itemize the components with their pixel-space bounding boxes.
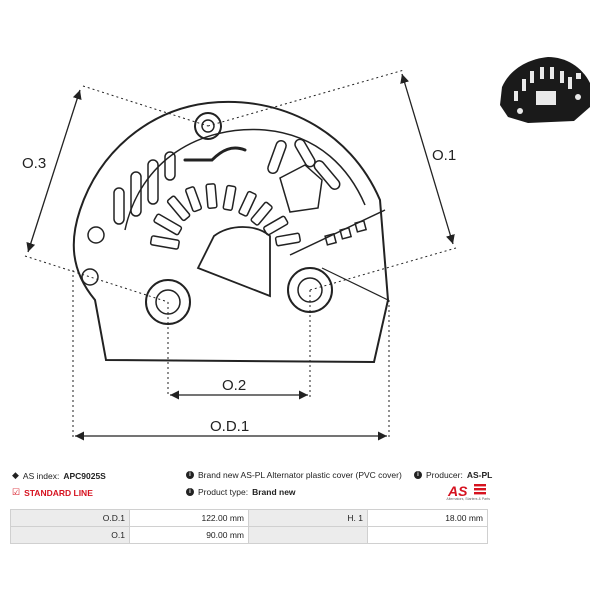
info-icon: i xyxy=(186,471,194,479)
spec-label: O.1 xyxy=(10,526,130,544)
standard-line-row: ☑ STANDARD LINE xyxy=(12,487,93,498)
spec-label: H. 1 xyxy=(248,509,368,527)
info-icon: i xyxy=(414,471,422,479)
as-index-value: APC9025S xyxy=(63,470,106,481)
info-icon: i xyxy=(186,488,194,496)
table-row: O.1 90.00 mm xyxy=(10,526,488,544)
as-pl-logo: AS xyxy=(447,483,486,499)
as-index-label: AS index: xyxy=(22,470,60,481)
producer-value: AS-PL xyxy=(466,470,493,480)
standard-line-label: STANDARD LINE xyxy=(24,487,93,498)
checkbox-icon: ☑ xyxy=(12,487,21,497)
dim-label-o1: O.1 xyxy=(432,147,456,164)
as-index-row: ◆ AS index: APC9025S xyxy=(12,470,106,481)
table-row: O.D.1 122.00 mm H. 1 18.00 mm xyxy=(10,509,488,527)
spec-value: 122.00 mm xyxy=(129,509,249,527)
description-row: i Brand new AS-PL Alternator plastic cov… xyxy=(186,470,402,480)
tag-icon: ◆ xyxy=(12,470,19,480)
center-opening xyxy=(196,226,271,298)
dim-label-o2: O.2 xyxy=(222,377,246,394)
dim-label-o3: O.3 xyxy=(22,155,46,172)
product-type-row: i Product type: Brand new xyxy=(186,487,296,497)
technical-drawing: O.3 O.1 O.2 O.D.1 xyxy=(22,57,590,441)
product-type-value: Brand new xyxy=(252,487,296,497)
specs-table: O.D.1 122.00 mm H. 1 18.00 mm O.1 90.00 … xyxy=(10,509,488,544)
logo-text: AS xyxy=(447,483,468,499)
spec-label xyxy=(248,526,368,544)
logo-tagline: Alternators, Starters & Parts xyxy=(446,497,490,501)
producer-row: i Producer: AS-PL xyxy=(414,470,492,480)
product-description: Brand new AS-PL Alternator plastic cover… xyxy=(198,470,402,480)
producer-label: Producer: xyxy=(426,470,463,480)
spec-value xyxy=(367,526,488,544)
product-thumbnail xyxy=(500,57,590,123)
spec-label: O.D.1 xyxy=(10,509,130,527)
inner-arc xyxy=(124,128,366,231)
dim-label-od1: O.D.1 xyxy=(210,418,249,435)
spec-value: 18.00 mm xyxy=(367,509,488,527)
product-type-label: Product type: xyxy=(198,487,249,497)
spec-value: 90.00 mm xyxy=(129,526,249,544)
